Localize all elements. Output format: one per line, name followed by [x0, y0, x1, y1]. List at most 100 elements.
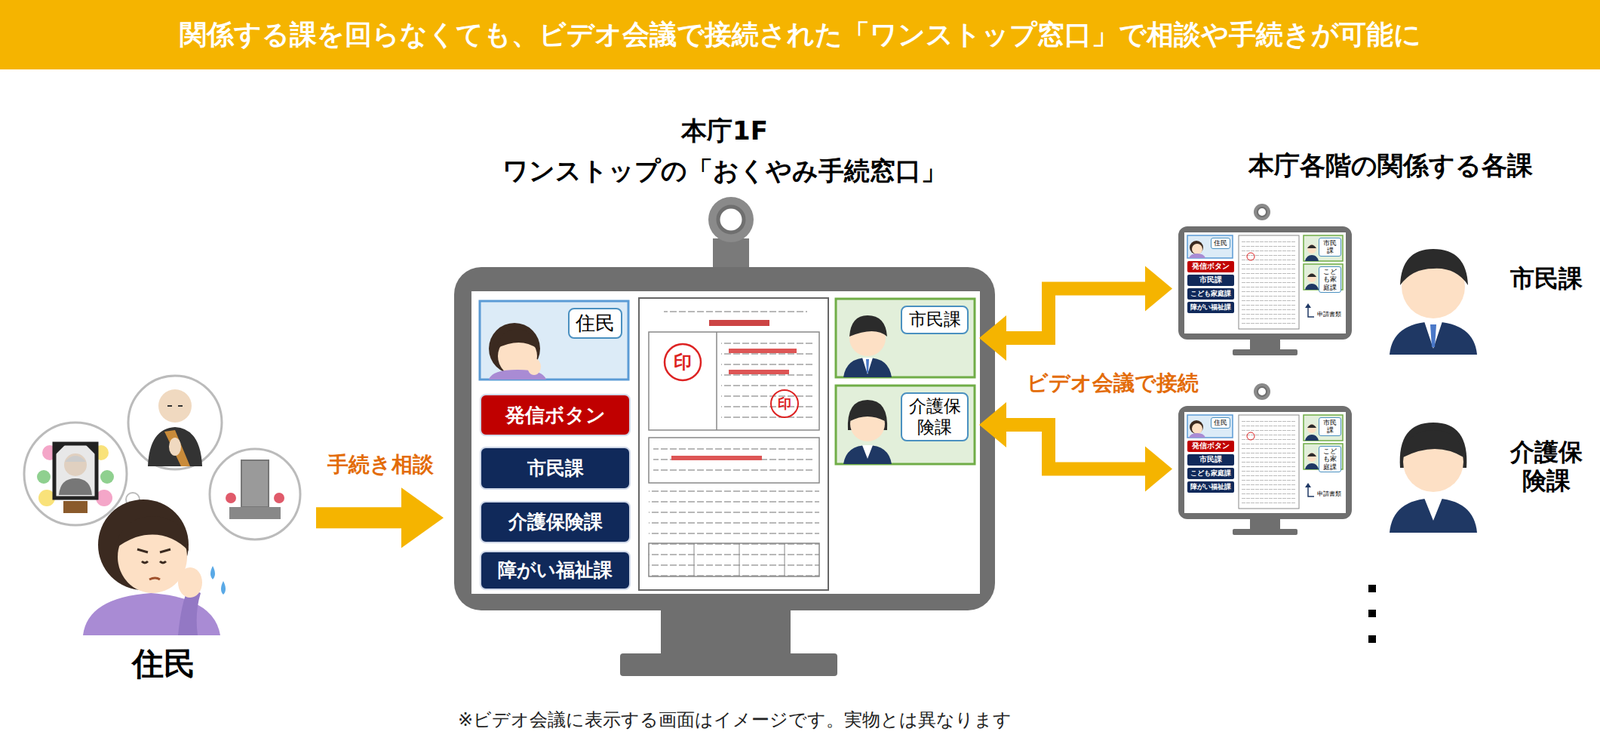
resident-illustration-part — [178, 567, 203, 598]
btnN-node: 障がい福祉課 — [479, 550, 631, 590]
application-document-part — [648, 437, 820, 483]
node-text: 市民課 — [1318, 417, 1342, 437]
node-text: 障がい福祉課 — [497, 559, 613, 581]
application-document-part — [664, 343, 701, 381]
node-text: 住民 — [568, 307, 623, 339]
resident-illustration-part — [209, 448, 301, 540]
application-document-part — [648, 488, 820, 583]
application-document-part — [728, 369, 790, 375]
screen-tiles-part — [496, 328, 538, 349]
screen-tiles-part — [843, 357, 892, 378]
node-text: 住民 — [1210, 417, 1231, 429]
main-monitor-part — [471, 291, 980, 594]
application-document-part — [648, 331, 820, 430]
sbtnN-node: 市民課 — [1187, 274, 1235, 286]
screen-tiles-part — [843, 445, 892, 464]
node-text: こども家庭課 — [1190, 289, 1232, 298]
staff-illustration-part — [1389, 497, 1478, 533]
node-text: こども家庭課 — [1318, 445, 1342, 473]
arrow-head — [1145, 446, 1173, 492]
continuation-dots-part — [1368, 609, 1376, 618]
title-band — [0, 0, 1600, 70]
resident-illustration-part — [273, 492, 285, 504]
staff-illustration — [1389, 248, 1478, 533]
resident-illustration-part — [82, 592, 221, 636]
resident-illustration-part — [58, 478, 93, 495]
resident-illustration-part — [64, 453, 87, 477]
connector-line — [316, 506, 403, 529]
stile2-node: こども家庭課 — [1303, 264, 1343, 290]
node-text: 障がい福祉課 — [1190, 482, 1232, 491]
node-text: 市民課 — [1199, 455, 1223, 464]
node-text: 発信ボタン — [505, 404, 606, 427]
btnR-node: 発信ボタン — [479, 393, 631, 437]
resident-illustration-part — [54, 443, 97, 456]
screen-tiles-part — [527, 358, 541, 375]
tile-node: 住民 — [479, 300, 629, 380]
node-text: 市民課 — [1199, 276, 1223, 284]
screen-tiles-part — [835, 298, 975, 378]
btnN-node: 市民課 — [479, 446, 631, 490]
main-monitor — [454, 196, 996, 676]
screen-tiles-part — [479, 300, 629, 380]
resident-illustration-part — [137, 549, 171, 553]
sbtnN-node: 障がい福祉課 — [1187, 301, 1235, 314]
node-text: 発信ボタン — [1191, 262, 1230, 271]
staff-illustration-part — [1424, 497, 1443, 521]
screen-tiles-part — [866, 359, 870, 373]
stile-node: 住民 — [1187, 414, 1233, 438]
plain-label: 印 — [673, 352, 692, 372]
application-document-part — [739, 543, 741, 577]
resident-illustration-part — [63, 500, 88, 513]
resident-illustration-part — [149, 577, 160, 580]
continuation-dots — [1368, 584, 1376, 643]
node-text: こども家庭課 — [1318, 266, 1342, 293]
application-document-part — [638, 297, 829, 590]
arrow-head — [1145, 266, 1173, 312]
edge-label: 手続き相談 — [327, 451, 434, 478]
plain-label: 申請書類 — [1317, 311, 1342, 319]
sbtnN-node: こども家庭課 — [1187, 467, 1235, 480]
resident-illustration-part — [128, 375, 222, 470]
resident-illustration-part — [64, 455, 86, 462]
plain-label: 申請書類 — [1317, 491, 1342, 498]
screen-tiles-part — [850, 404, 885, 421]
stile2-node: こども家庭課 — [1303, 443, 1343, 470]
sbtnR-node: 発信ボタン — [1187, 440, 1235, 452]
resident-illustration-part — [114, 515, 189, 551]
btnN-node: 介護保険課 — [479, 500, 631, 544]
plain-label: 本庁各階の関係する各課 — [1248, 151, 1533, 180]
staff-illustration-part — [1424, 321, 1443, 349]
node-text: 障がい福祉課 — [1190, 303, 1232, 311]
node-text: 介護保険課 — [900, 392, 969, 442]
staff-illustration-part — [1389, 321, 1478, 355]
node-text: 本庁1F — [378, 113, 1071, 149]
application-document-part — [663, 303, 808, 316]
small-monitor — [1178, 383, 1352, 535]
staff-illustration-part — [1430, 324, 1437, 348]
connector — [979, 402, 1173, 492]
application-document-part — [715, 331, 718, 430]
sbtnN-node: 市民課 — [1187, 454, 1235, 466]
sbtnN-node: 障がい福祉課 — [1187, 481, 1235, 493]
caption-text: ※ビデオ会議に表示する画面はイメージです。実物とは異なります — [357, 707, 1112, 732]
smon-node: 市民課住民発信ボタン市民課こども家庭課障がい福祉課市民課こども家庭課 — [1178, 226, 1352, 340]
resident-illustration-part — [164, 429, 191, 467]
application-document-part — [728, 348, 797, 354]
node-text: 介護保険課 — [1507, 437, 1586, 496]
resident-node: 住民 — [20, 387, 308, 690]
main-monitor-part — [708, 196, 754, 243]
node-text: ワンストップの「おくやみ手続窓口」 — [378, 153, 1071, 189]
application-document-part — [721, 336, 815, 426]
stile-node: 住民 — [1187, 235, 1233, 258]
connector-line — [1004, 288, 1147, 339]
main-monitor-part — [454, 267, 996, 611]
node-text: 市民課 — [1507, 264, 1586, 293]
resident-illustration-part — [141, 561, 166, 563]
main-monitor-part — [660, 610, 791, 655]
arrow-head — [979, 315, 1007, 361]
resident-illustration-part — [241, 460, 269, 507]
plain-label: 印 — [777, 396, 792, 412]
